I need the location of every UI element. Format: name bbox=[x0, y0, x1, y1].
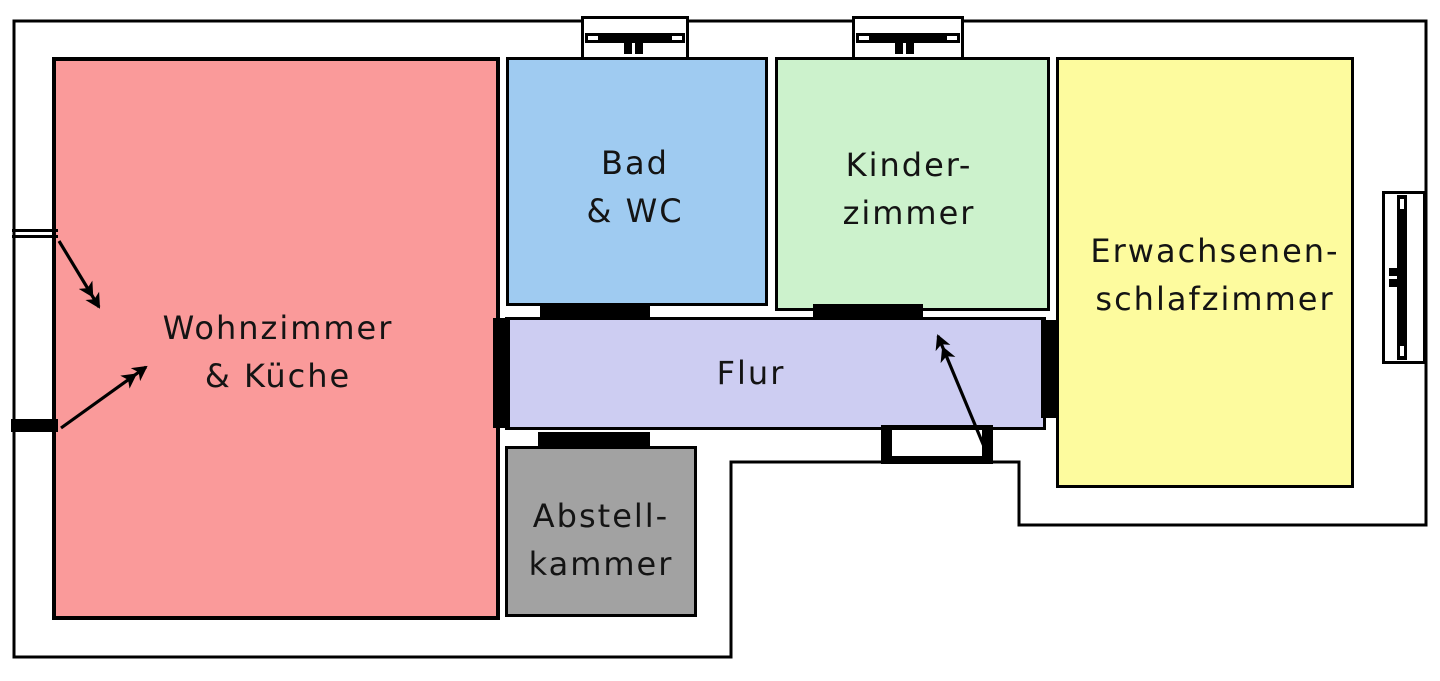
door-abstellkammer-flur bbox=[538, 432, 650, 449]
window-notch bbox=[672, 36, 682, 40]
window-schlafzimmer-icon bbox=[1382, 191, 1426, 364]
window-bad-icon bbox=[581, 16, 689, 60]
room-label-flur: Flur bbox=[716, 354, 786, 392]
window-notch bbox=[1400, 199, 1404, 209]
door-flur-schlafzimmer bbox=[1041, 320, 1057, 418]
room-label-kinderzimmer: Kinder- zimmer bbox=[842, 146, 976, 232]
door-wohnzimmer-flur bbox=[493, 318, 510, 428]
window-handle-tab bbox=[635, 43, 643, 54]
window-handle-tab bbox=[906, 43, 914, 54]
left-opening-lintel-line bbox=[12, 235, 58, 238]
window-kinderzimmer-icon bbox=[852, 16, 964, 60]
room-bad-wc: Bad & WC bbox=[506, 57, 768, 306]
entrance-door bbox=[881, 425, 993, 464]
room-abstellkammer: Abstell- kammer bbox=[505, 446, 697, 617]
room-erwachsenenschlafzimmer: Erwachsenen- schlafzimmer bbox=[1056, 57, 1354, 488]
window-notch bbox=[1400, 346, 1404, 356]
window-notch bbox=[859, 36, 869, 40]
window-handle-tab bbox=[1389, 268, 1398, 276]
room-wohnzimmer-kueche: Wohnzimmer & Küche bbox=[52, 57, 500, 620]
room-label-erwachsenenschlafzimmer: Erwachsenen- schlafzimmer bbox=[1090, 232, 1340, 318]
window-handle-tab bbox=[895, 43, 903, 54]
door-kinderzimmer-flur bbox=[813, 304, 923, 320]
left-opening-sill-bar bbox=[11, 419, 58, 432]
window-sash-band bbox=[1397, 195, 1407, 360]
window-sash-band bbox=[856, 33, 960, 43]
room-kinderzimmer: Kinder- zimmer bbox=[775, 57, 1050, 311]
window-handle-tab bbox=[1389, 279, 1398, 287]
room-flur: Flur bbox=[505, 317, 1046, 430]
window-notch bbox=[588, 36, 598, 40]
door-bad-flur bbox=[540, 303, 650, 319]
room-label-wohnzimmer: Wohnzimmer & Küche bbox=[162, 309, 394, 395]
left-opening-lintel-line bbox=[12, 229, 58, 232]
window-notch bbox=[947, 36, 957, 40]
room-label-bad: Bad & WC bbox=[586, 144, 684, 230]
window-handle-tab bbox=[624, 43, 632, 54]
room-label-abstellkammer: Abstell- kammer bbox=[528, 497, 674, 583]
window-sash-band bbox=[585, 33, 685, 43]
